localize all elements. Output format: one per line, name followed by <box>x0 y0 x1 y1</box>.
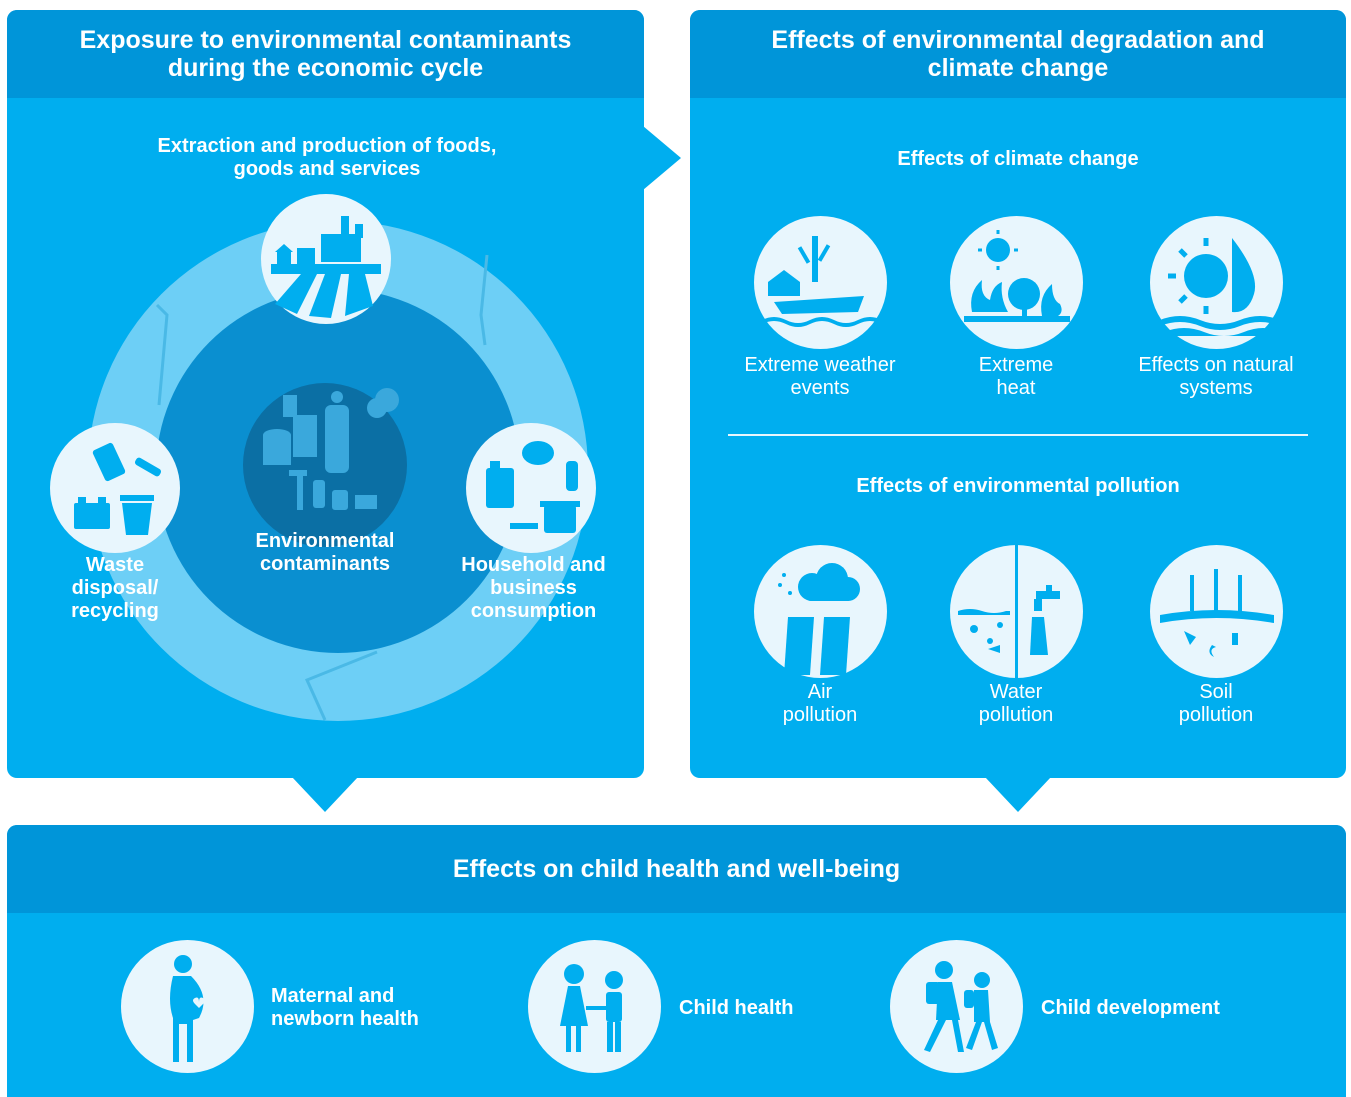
pollution-heading: Effects of environmental pollution <box>856 475 1180 497</box>
child-development-label: Child development <box>1041 997 1220 1019</box>
climate-heading: Effects of climate change <box>897 148 1139 170</box>
stage-waste-label: Waste disposal/ recycling <box>71 554 159 622</box>
stage-extraction-label: Extraction and production of foods, good… <box>157 135 497 180</box>
extreme-heat-label: Extreme heat <box>978 354 1054 399</box>
maternal-health-icon <box>121 940 254 1073</box>
arrow-left-to-right <box>643 126 681 190</box>
maternal-health-label: Maternal and newborn health <box>271 985 419 1030</box>
economic-cycle-panel: Exposure to environmental contaminants d… <box>7 10 644 778</box>
economic-cycle-title: Exposure to environmental contaminants d… <box>7 10 644 98</box>
environmental-degradation-panel: Effects of environmental degradation and… <box>690 10 1346 778</box>
child-health-label: Child health <box>679 997 794 1019</box>
water-pollution-label: Water pollution <box>978 681 1054 726</box>
contaminants-label: Environmental contaminants <box>255 530 395 575</box>
extreme-weather-icon <box>754 216 887 349</box>
air-pollution-label: Air pollution <box>782 681 858 726</box>
natural-systems-label: Effects on natural systems <box>1138 354 1294 399</box>
soil-pollution-label: Soil pollution <box>1178 681 1254 726</box>
contaminants-icon <box>263 388 399 510</box>
section-divider <box>728 434 1308 436</box>
child-development-icon <box>890 940 1023 1073</box>
water-pollution-icon <box>950 545 1083 678</box>
cycle-diagram <box>88 221 588 721</box>
child-health-panel: Effects on child health and well-being M… <box>7 825 1346 1097</box>
arrow-right-to-bottom <box>985 777 1051 812</box>
ring-segment-dividers <box>155 254 489 721</box>
child-health-icon <box>528 940 661 1073</box>
air-pollution-icon <box>754 545 887 678</box>
consumption-icon <box>466 423 596 553</box>
natural-systems-icon <box>1150 216 1283 349</box>
extreme-heat-icon <box>950 216 1083 349</box>
soil-pollution-icon <box>1150 545 1283 678</box>
factory-farm-icon <box>261 194 391 324</box>
arrow-left-to-bottom <box>292 777 358 812</box>
child-health-title: Effects on child health and well-being <box>7 825 1346 913</box>
extreme-weather-label: Extreme weather events <box>744 354 896 399</box>
degradation-title: Effects of environmental degradation and… <box>690 10 1346 98</box>
stage-consumption-label: Household and business consumption <box>461 554 606 622</box>
waste-icon <box>50 423 180 553</box>
